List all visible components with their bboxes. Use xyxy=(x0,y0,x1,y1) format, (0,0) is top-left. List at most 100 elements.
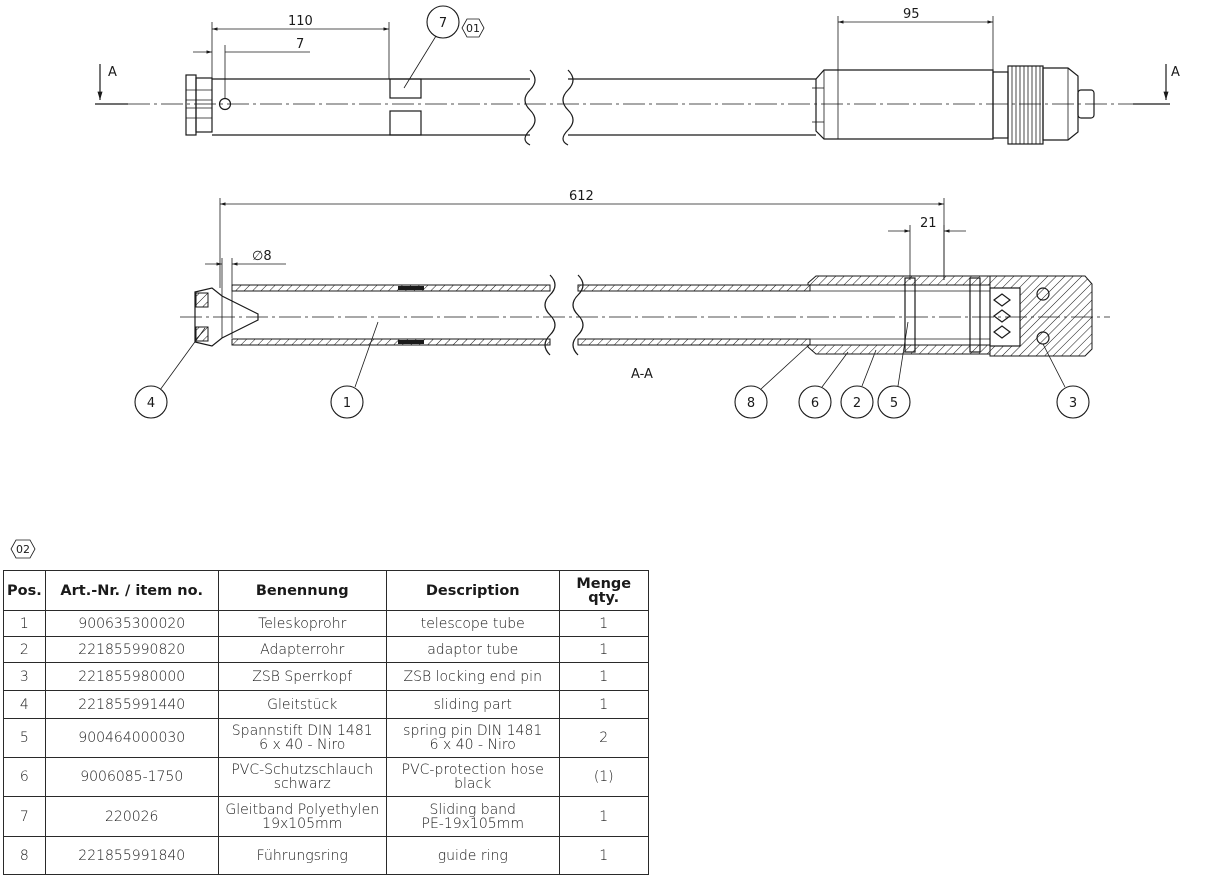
table-cell: Gleitstück xyxy=(217,690,387,719)
sliding-band-lower xyxy=(389,110,422,136)
table-cell: 1 xyxy=(558,636,649,663)
svg-text:3: 3 xyxy=(1069,396,1077,411)
svg-text:6: 6 xyxy=(811,396,819,411)
table-cell: 4 xyxy=(3,690,46,719)
dimension-dia-8: ∅8 xyxy=(205,249,286,296)
balloon-6: 6 xyxy=(798,351,849,419)
svg-text:5: 5 xyxy=(890,396,898,411)
svg-text:02: 02 xyxy=(16,543,30,556)
svg-text:110: 110 xyxy=(288,14,313,29)
svg-text:7: 7 xyxy=(439,16,447,31)
svg-text:95: 95 xyxy=(903,7,920,22)
table-cell: ZSB Sperrkopf xyxy=(217,662,387,691)
table-cell: 1 xyxy=(558,610,649,637)
table-cell: ZSB locking end pin xyxy=(385,662,560,691)
balloon-2: 2 xyxy=(840,349,877,419)
revision-hexagon-02: 02 xyxy=(10,539,36,559)
table-cell: 221855990820 xyxy=(44,636,219,663)
table-cell: (1) xyxy=(558,757,649,797)
technical-drawing: A A xyxy=(95,5,1180,419)
table-cell: 1 xyxy=(558,796,649,837)
table-cell: 1 xyxy=(3,610,46,637)
svg-text:∅8: ∅8 xyxy=(252,249,272,264)
svg-text:4: 4 xyxy=(147,396,155,411)
table-cell: 221855991840 xyxy=(44,836,219,875)
table-cell: 900464000030 xyxy=(44,718,219,758)
header-pos: Pos. xyxy=(3,570,46,611)
telescope-tube-wall-top xyxy=(231,284,551,292)
adaptor-tube-wall-top xyxy=(807,275,991,286)
section-letter-left: A xyxy=(108,65,117,80)
table-cell: sliding part xyxy=(385,690,560,719)
table-cell: 5 xyxy=(3,718,46,758)
table-cell: 1 xyxy=(558,690,649,719)
dimension-110: 110 xyxy=(211,14,390,79)
table-cell: Teleskoprohr xyxy=(217,610,387,637)
table-header-row: Pos. Art.-Nr. / item no. Benennung Descr… xyxy=(3,570,649,611)
locking-head-thread xyxy=(1007,65,1044,145)
table-cell: 9006085-1750 xyxy=(44,757,219,797)
table-cell: 3 xyxy=(3,662,46,691)
telescope-tube-wall-bottom xyxy=(231,338,551,346)
dimension-7: 7 xyxy=(193,37,310,98)
dimension-95: 95 xyxy=(837,7,994,70)
sliding-part-section xyxy=(194,287,259,347)
table-cell: Führungsring xyxy=(217,836,387,875)
table-cell: guide ring xyxy=(385,836,560,875)
table-cell: 2 xyxy=(558,718,649,758)
spring-pin-1 xyxy=(904,277,916,353)
svg-text:612: 612 xyxy=(569,189,594,204)
svg-text:7: 7 xyxy=(296,37,304,52)
table-cell: Adapterrohr xyxy=(217,636,387,663)
parts-table: Pos. Art.-Nr. / item no. Benennung Descr… xyxy=(3,570,649,875)
table-cell: 7 xyxy=(3,796,46,837)
table-cell: 6 xyxy=(3,757,46,797)
adaptor-tube-outline xyxy=(815,69,994,140)
balloon-7 xyxy=(426,5,460,39)
balloon-5: 5 xyxy=(877,321,911,419)
table-cell: 1 xyxy=(558,836,649,875)
revision-hexagon-01 xyxy=(461,18,485,38)
adaptor-tube-wall-bottom xyxy=(807,344,991,355)
balloon-3: 3 xyxy=(1042,343,1090,419)
table-cell: adaptor tube xyxy=(385,636,560,663)
table-cell: 900635300020 xyxy=(44,610,219,637)
svg-text:01: 01 xyxy=(466,22,480,35)
section-label: A-A xyxy=(631,367,653,382)
locking-pin xyxy=(1077,89,1095,119)
svg-text:8: 8 xyxy=(747,396,755,411)
header-article: Art.-Nr. / item no. xyxy=(44,570,219,611)
table-cell: 221855991440 xyxy=(44,690,219,719)
top-view: A A xyxy=(95,5,1180,146)
svg-text:21: 21 xyxy=(920,216,937,231)
header-description: Description xyxy=(385,570,560,611)
table-cell: 1 xyxy=(558,662,649,691)
svg-text:1: 1 xyxy=(343,396,351,411)
sliding-part-head xyxy=(185,74,197,136)
svg-text:2: 2 xyxy=(853,396,861,411)
dimension-612: 612 xyxy=(219,189,945,288)
table-cell: 2 xyxy=(3,636,46,663)
balloon-4: 4 xyxy=(134,327,206,419)
header-benennung: Benennung xyxy=(217,570,387,611)
balloon-1: 1 xyxy=(330,321,379,419)
table-cell: telescope tube xyxy=(385,610,560,637)
dimension-21: 21 xyxy=(888,216,966,280)
spring-pin-2 xyxy=(969,277,981,353)
table-cell: 220026 xyxy=(44,796,219,837)
section-letter-right: A xyxy=(1171,65,1180,80)
